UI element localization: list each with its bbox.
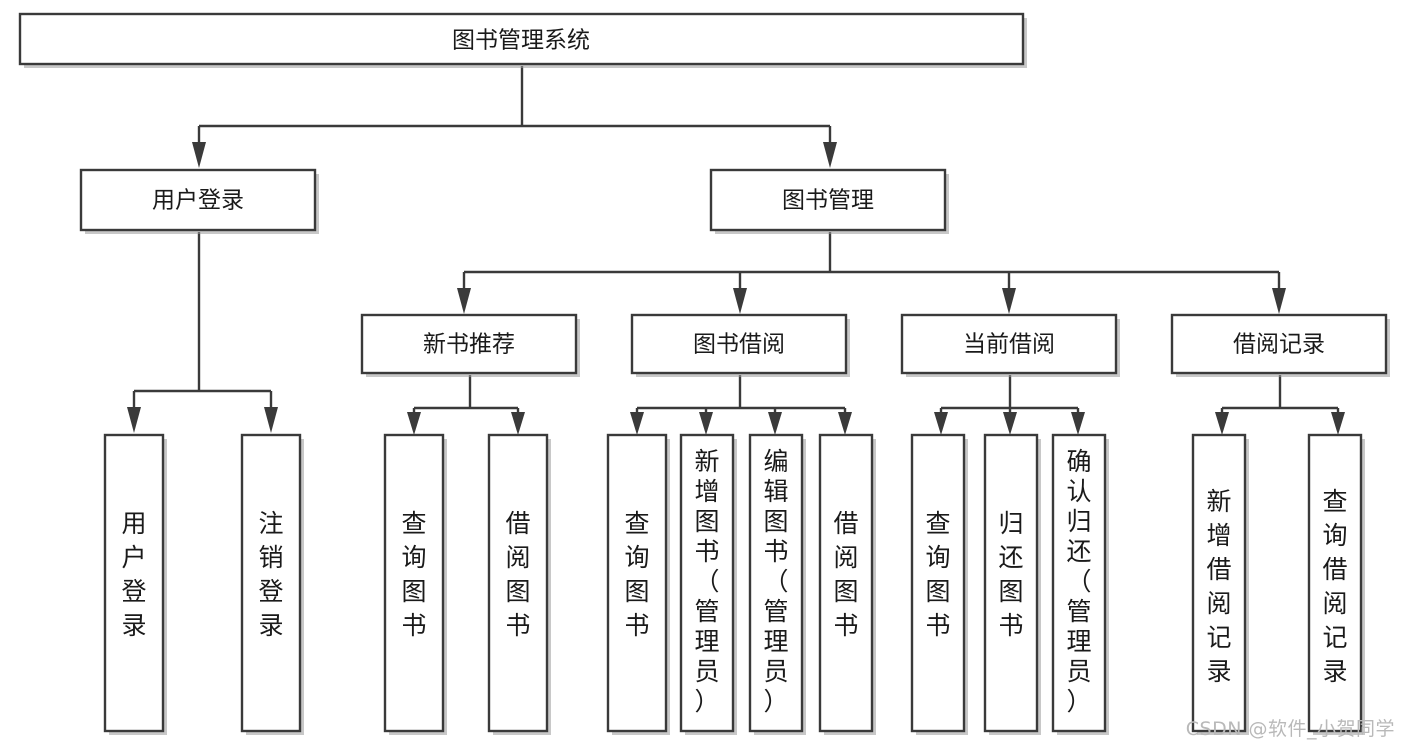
borrow-record-box [1170, 313, 1388, 375]
node-leaf-return-book[interactable]: 归还图书 [983, 433, 1041, 735]
leaf-add-record-box [1191, 433, 1247, 733]
node-book-borrow[interactable]: 图书借阅 [630, 313, 850, 377]
leaf-borrow-book-2-label: 借阅图书 [833, 509, 858, 640]
arrow-to-leaf-query-book-2 [630, 412, 644, 435]
leaf-edit-book-box [748, 433, 804, 733]
arrow-to-leaf-add-book [699, 412, 713, 435]
arrow-to-leaf-edit-book [768, 412, 782, 435]
root-label: 图书管理系统 [452, 28, 590, 54]
leaf-user-login-label: 用户登录 [121, 509, 146, 640]
user-login-box [79, 168, 317, 232]
arrow-to-leaf-logout-login [264, 407, 278, 433]
leaf-query-book-2-box [606, 433, 668, 733]
node-leaf-user-login[interactable]: 用户登录 [103, 433, 167, 735]
node-leaf-borrow-book-1[interactable]: 借阅图书 [487, 433, 551, 735]
leaf-logout-login-label: 注销登录 [258, 509, 283, 640]
leaf-user-login-box [103, 433, 165, 733]
arrow-to-leaf-return-book [1003, 412, 1017, 435]
book-management-label: 图书管理 [782, 188, 874, 214]
leaf-borrow-book-1-box [487, 433, 549, 733]
arrow-to-leaf-confirm-return [1071, 412, 1085, 435]
node-leaf-query-book-2[interactable]: 查询图书 [606, 433, 670, 735]
node-root[interactable]: 图书管理系统 [18, 12, 1027, 68]
node-leaf-edit-book[interactable]: 编辑图书（管理员） [748, 433, 806, 735]
node-user-login[interactable]: 用户登录 [79, 168, 319, 234]
book-borrow-box [630, 313, 848, 375]
arrow-to-leaf-add-record [1215, 412, 1229, 435]
node-leaf-query-book-1[interactable]: 查询图书 [383, 433, 447, 735]
leaf-edit-book-label: 编辑图书（管理员） [763, 447, 788, 716]
leaf-return-book-label: 归还图书 [998, 509, 1023, 640]
leaf-confirm-return-label: 确认归还（管理员） [1066, 447, 1091, 716]
leaf-query-record-box [1307, 433, 1363, 733]
node-leaf-add-record[interactable]: 新增借阅记录 [1191, 433, 1249, 735]
arrow-to-leaf-query-book-3 [934, 412, 948, 435]
node-current-borrow[interactable]: 当前借阅 [900, 313, 1120, 377]
root-box [18, 12, 1025, 66]
current-borrow-label: 当前借阅 [963, 332, 1055, 358]
leaf-add-record-label: 新增借阅记录 [1206, 487, 1231, 686]
leaf-logout-login-box [240, 433, 302, 733]
arrow-to-leaf-query-book-1 [407, 412, 421, 435]
arrow-to-user-login [192, 142, 206, 168]
book-management-box [709, 168, 947, 232]
leaf-query-book-2-label: 查询图书 [624, 509, 649, 640]
leaf-query-book-1-label: 查询图书 [401, 509, 426, 640]
current-borrow-box [900, 313, 1118, 375]
node-leaf-borrow-book-2[interactable]: 借阅图书 [818, 433, 876, 735]
node-leaf-query-book-3[interactable]: 查询图书 [910, 433, 968, 735]
leaf-borrow-book-2-box [818, 433, 874, 733]
connector-layer [127, 66, 1345, 435]
new-book-recommend-label: 新书推荐 [423, 332, 515, 358]
leaf-borrow-book-1-label: 借阅图书 [505, 509, 530, 640]
leaf-query-record-label: 查询借阅记录 [1322, 487, 1347, 686]
arrow-to-book-management [823, 142, 837, 168]
leaf-query-book-3-label: 查询图书 [925, 509, 950, 640]
user-login-label: 用户登录 [152, 188, 244, 214]
leaf-add-book-box [679, 433, 735, 733]
node-leaf-confirm-return[interactable]: 确认归还（管理员） [1051, 433, 1109, 735]
new-book-recommend-box [360, 313, 578, 375]
leaf-confirm-return-box [1051, 433, 1107, 733]
book-borrow-label: 图书借阅 [693, 332, 785, 358]
node-leaf-query-record[interactable]: 查询借阅记录 [1307, 433, 1365, 735]
arrow-to-book-borrow [733, 288, 747, 314]
arrow-to-current-borrow [1002, 288, 1016, 314]
node-new-book-recommend[interactable]: 新书推荐 [360, 313, 580, 377]
node-leaf-logout-login[interactable]: 注销登录 [240, 433, 304, 735]
leaf-query-book-1-box [383, 433, 445, 733]
arrow-to-leaf-query-record [1331, 412, 1345, 435]
leaf-add-book-label: 新增图书（管理员） [694, 447, 719, 716]
node-borrow-record[interactable]: 借阅记录 [1170, 313, 1390, 377]
arrow-to-borrow-record [1272, 288, 1286, 314]
arrow-to-leaf-borrow-book-2 [838, 412, 852, 435]
node-leaf-add-book[interactable]: 新增图书（管理员） [679, 433, 737, 735]
leaf-return-book-box [983, 433, 1039, 733]
arrow-to-leaf-borrow-book-1 [511, 412, 525, 435]
node-book-management[interactable]: 图书管理 [709, 168, 949, 234]
arrow-to-new-book-recommend [457, 288, 471, 314]
leaf-query-book-3-box [910, 433, 966, 733]
borrow-record-label: 借阅记录 [1233, 332, 1325, 358]
arrow-to-leaf-user-login [127, 407, 141, 433]
